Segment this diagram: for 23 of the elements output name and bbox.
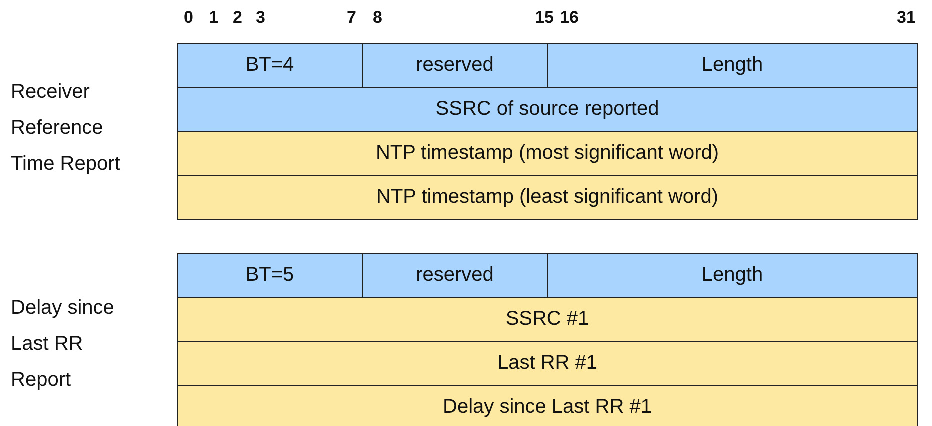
bit-number: 0 — [184, 8, 194, 28]
field-cell: SSRC #1 — [177, 297, 918, 342]
field-cell: SSRC of source reported — [177, 87, 918, 132]
field-cell: Length — [547, 253, 918, 298]
bit-number: 15 — [535, 8, 554, 28]
bit-number: 7 — [347, 8, 356, 28]
bit-number: 31 — [897, 8, 916, 28]
bit-number: 1 — [209, 8, 218, 28]
field-cell: reserved — [362, 43, 548, 88]
field-cell: NTP timestamp (most significant word) — [177, 131, 918, 176]
bit-number: 16 — [560, 8, 579, 28]
field-cell: Delay since Last RR #1 — [177, 385, 918, 426]
bit-number: 2 — [233, 8, 242, 28]
field-cell: BT=4 — [177, 43, 363, 88]
bit-number: 8 — [373, 8, 382, 28]
field-cell: BT=5 — [177, 253, 363, 298]
block-label: Receiver Reference Time Report — [11, 80, 122, 177]
field-cell: Last RR #1 — [177, 341, 918, 386]
field-cell: Length — [547, 43, 918, 88]
field-cell: NTP timestamp (least significant word) — [177, 175, 918, 220]
bit-number: 3 — [256, 8, 266, 28]
field-cell: reserved — [362, 253, 548, 298]
block-label: Delay since Last RR Report — [11, 296, 116, 393]
